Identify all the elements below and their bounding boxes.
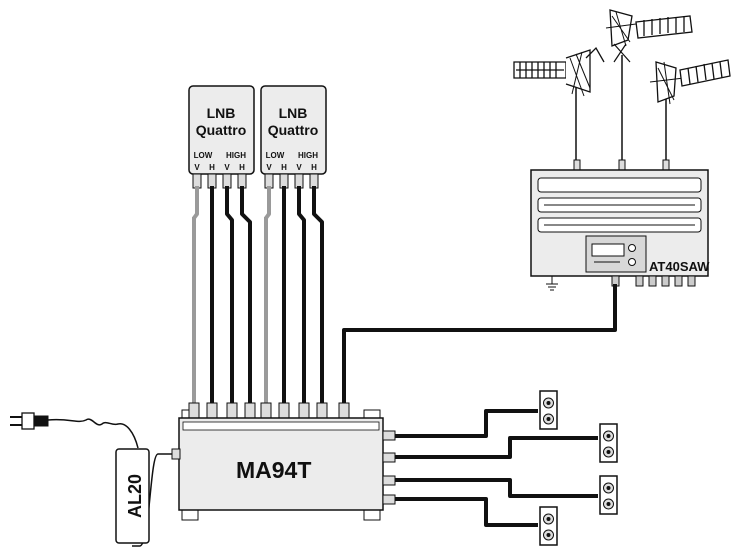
lnb-port-label: H: [281, 163, 287, 172]
power-supply-body: [115, 448, 150, 544]
power-cable: [47, 418, 172, 547]
multiswitch-inputs: [188, 402, 350, 419]
terrestrial-antenna-left: [513, 46, 605, 162]
lnb-port-label: H: [239, 163, 245, 172]
wall-socket: [539, 390, 558, 430]
cable: [225, 186, 234, 406]
output-cables: [395, 409, 598, 527]
multiswitch-power-input: [171, 448, 181, 460]
terrestrial-antenna-center: [605, 9, 693, 162]
lnb-body: [260, 85, 327, 175]
cable: [297, 186, 306, 406]
amplifier-button-down[interactable]: [628, 258, 636, 266]
wall-socket: [599, 475, 618, 515]
terrestrial-amplifier: AT40SAW: [530, 159, 710, 291]
lnb-title-1: LNB: [279, 105, 308, 121]
lnb-band-low: LOW: [266, 151, 285, 160]
amplifier-label: AT40SAW: [649, 259, 710, 274]
terrestrial-antenna-right: [649, 59, 731, 162]
power-plug-icon: [10, 412, 49, 430]
lnb-body: [188, 85, 255, 175]
power-supply: AL20: [115, 448, 150, 544]
lnb-port-label: V: [194, 163, 200, 172]
lnb-quattro-1: LNB Quattro LOW HIGH V H V H: [188, 85, 255, 189]
lnb-title-1: LNB: [207, 105, 236, 121]
lnb-port-label: V: [266, 163, 272, 172]
lnb-band-high: HIGH: [298, 151, 318, 160]
multiswitch-outputs: [382, 430, 396, 505]
cable-dashed: [192, 186, 199, 406]
power-supply-label: AL20: [125, 474, 145, 518]
lnb-quattro-2: LNB Quattro LOW HIGH V H V H: [260, 85, 327, 189]
wall-socket: [539, 506, 558, 546]
cable: [240, 186, 252, 406]
cable-terrestrial: [342, 284, 617, 406]
ground-icon: [546, 276, 558, 291]
lnb-band-high: HIGH: [226, 151, 246, 160]
lnb-cables: [192, 186, 617, 406]
wall-socket: [599, 423, 618, 463]
lnb-title-2: Quattro: [268, 122, 319, 138]
cable-dashed: [264, 186, 271, 406]
lnb-port-label: H: [311, 163, 317, 172]
amplifier-button-up[interactable]: [628, 244, 636, 252]
lnb-port-label: V: [224, 163, 230, 172]
lnb-band-low: LOW: [194, 151, 213, 160]
lnb-port-label: V: [296, 163, 302, 172]
lnb-title-2: Quattro: [196, 122, 247, 138]
multiswitch: MA94T: [171, 402, 396, 521]
multiswitch-label: MA94T: [236, 457, 311, 483]
multiswitch-body: [178, 417, 384, 511]
cable: [312, 186, 324, 406]
lnb-port-label: H: [209, 163, 215, 172]
amplifier-display: [591, 243, 625, 257]
